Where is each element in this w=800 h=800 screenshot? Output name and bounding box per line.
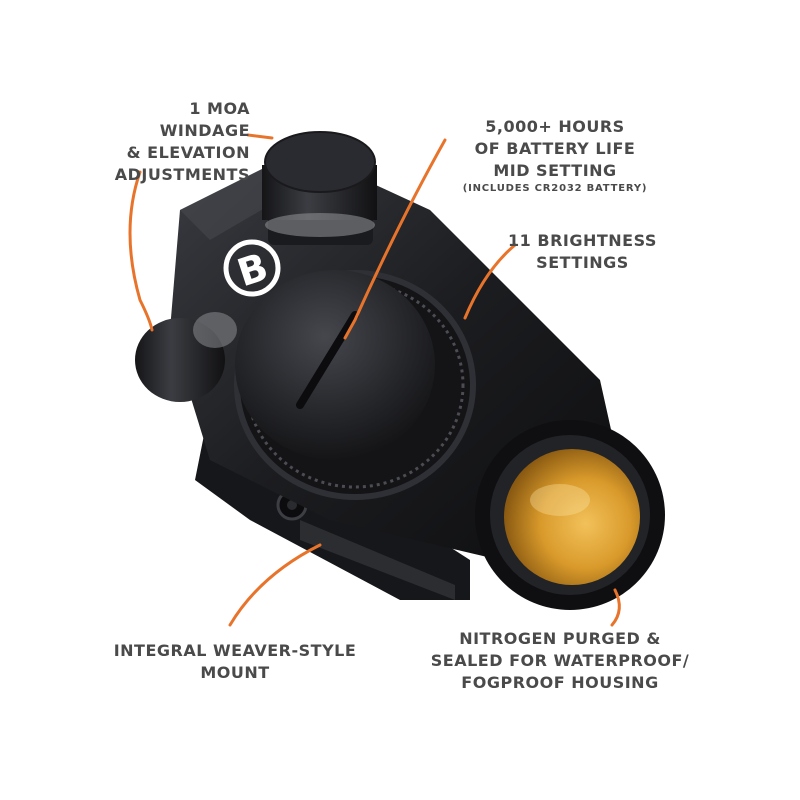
leader-mount bbox=[228, 543, 322, 627]
callout-nitrogen-line2: SEALED FOR WATERPROOF/ bbox=[430, 651, 690, 670]
callout-windage: 1 MOA WINDAGE & ELEVATION ADJUSTMENTS bbox=[100, 98, 250, 186]
callout-windage-line3: ADJUSTMENTS bbox=[114, 165, 250, 184]
callout-brightness-line1: 11 BRIGHTNESS bbox=[508, 231, 657, 250]
callout-nitrogen-line1: NITROGEN PURGED & bbox=[459, 629, 661, 648]
callout-battery-line3: MID SETTING bbox=[493, 161, 617, 180]
callout-windage-line2: & ELEVATION bbox=[126, 143, 250, 162]
callout-battery-line2: OF BATTERY LIFE bbox=[474, 139, 636, 158]
leader-battery bbox=[343, 138, 447, 340]
leader-windage-side bbox=[128, 170, 154, 332]
callout-nitrogen-line3: FOGPROOF HOUSING bbox=[461, 673, 659, 692]
objective-lens bbox=[475, 420, 665, 610]
leader-nitrogen bbox=[610, 588, 621, 627]
callout-nitrogen: NITROGEN PURGED & SEALED FOR WATERPROOF/… bbox=[430, 628, 690, 694]
leader-windage bbox=[246, 133, 274, 140]
callout-mount: INTEGRAL WEAVER-STYLE MOUNT bbox=[105, 640, 365, 684]
elevation-turret bbox=[262, 131, 377, 245]
callout-battery-line4: (INCLUDES CR2032 BATTERY) bbox=[462, 183, 648, 194]
callout-battery: 5,000+ HOURS OF BATTERY LIFE MID SETTING… bbox=[440, 116, 670, 196]
leader-brightness bbox=[463, 243, 517, 320]
battery-cap bbox=[235, 270, 435, 460]
callout-brightness-line2: SETTINGS bbox=[536, 253, 629, 272]
callout-mount-line1: INTEGRAL WEAVER-STYLE bbox=[113, 641, 357, 660]
callout-mount-line2: MOUNT bbox=[200, 663, 270, 682]
windage-turret bbox=[135, 312, 237, 402]
callout-battery-line1: 5,000+ HOURS bbox=[485, 117, 625, 136]
callout-brightness: 11 BRIGHTNESS SETTINGS bbox=[495, 230, 670, 274]
callout-windage-line1: 1 MOA WINDAGE bbox=[159, 99, 250, 140]
leader-lines bbox=[128, 133, 621, 627]
